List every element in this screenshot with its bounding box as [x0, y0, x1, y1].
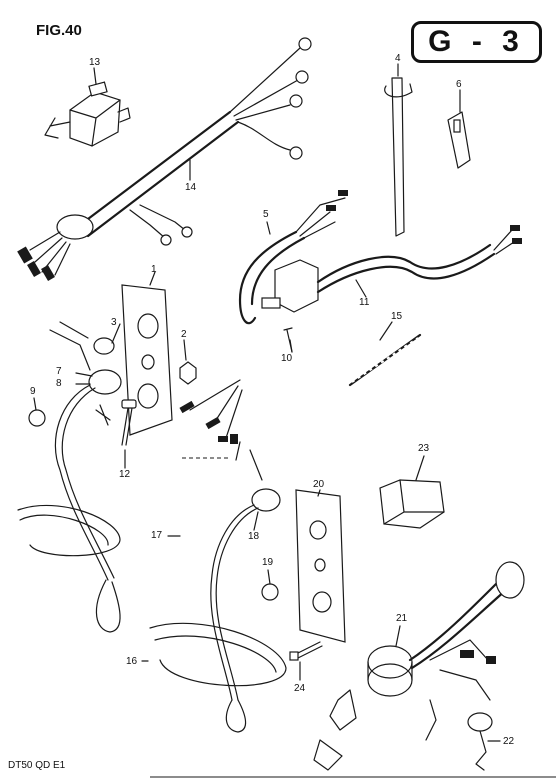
callout-18: 18 — [248, 531, 260, 542]
stop-switch-part-7-8 — [17, 321, 122, 633]
callout-24: 24 — [294, 683, 306, 694]
callout-9: 9 — [30, 386, 36, 397]
screw-part-24 — [289, 641, 323, 661]
callout-4: 4 — [395, 53, 401, 64]
callout-23: 23 — [418, 443, 430, 454]
model-code: DT50 QD E1 — [8, 760, 66, 771]
callout-15: 15 — [391, 311, 403, 322]
leader-lines — [33, 63, 556, 778]
screw-part-12 — [95, 399, 137, 446]
protector-tube-part-15 — [348, 333, 422, 387]
cable-tie-part-4 — [384, 77, 413, 237]
callout-12: 12 — [119, 469, 131, 480]
section-code-box: G - 3 — [411, 21, 542, 63]
callout-11: 11 — [359, 297, 370, 308]
panel-part-1 — [121, 284, 173, 436]
callout-22: 22 — [503, 736, 515, 747]
bracket-part-23 — [379, 479, 445, 529]
panel-part-20 — [295, 489, 346, 643]
callout-17: 17 — [151, 530, 163, 541]
callout-7: 7 — [56, 366, 62, 377]
toggle-switch-part-13 — [44, 81, 131, 147]
wiring-harness-part-14 — [17, 37, 312, 282]
callout-13: 13 — [89, 57, 101, 68]
callout-8: 8 — [56, 378, 62, 389]
nut-and-connectors-part-2 — [179, 361, 243, 442]
callout-2: 2 — [181, 329, 187, 340]
clamp-part-6 — [447, 111, 471, 169]
push-switch-harness-part-5-11 — [238, 190, 522, 353]
callout-6: 6 — [456, 79, 462, 90]
callout-1: 1 — [151, 264, 157, 275]
key-part-22 — [467, 712, 493, 771]
callout-14: 14 — [185, 182, 197, 193]
callout-20: 20 — [313, 479, 325, 490]
callout-10: 10 — [281, 353, 293, 364]
callout-16: 16 — [126, 656, 138, 667]
callout-19: 19 — [262, 557, 274, 568]
ignition-switch-part-21 — [313, 561, 525, 771]
stop-switch-part-18 — [149, 434, 287, 733]
figure-title: FIG.40 — [36, 22, 82, 39]
callout-5: 5 — [263, 209, 269, 220]
callout-3: 3 — [111, 317, 117, 328]
callout-21: 21 — [396, 613, 408, 624]
